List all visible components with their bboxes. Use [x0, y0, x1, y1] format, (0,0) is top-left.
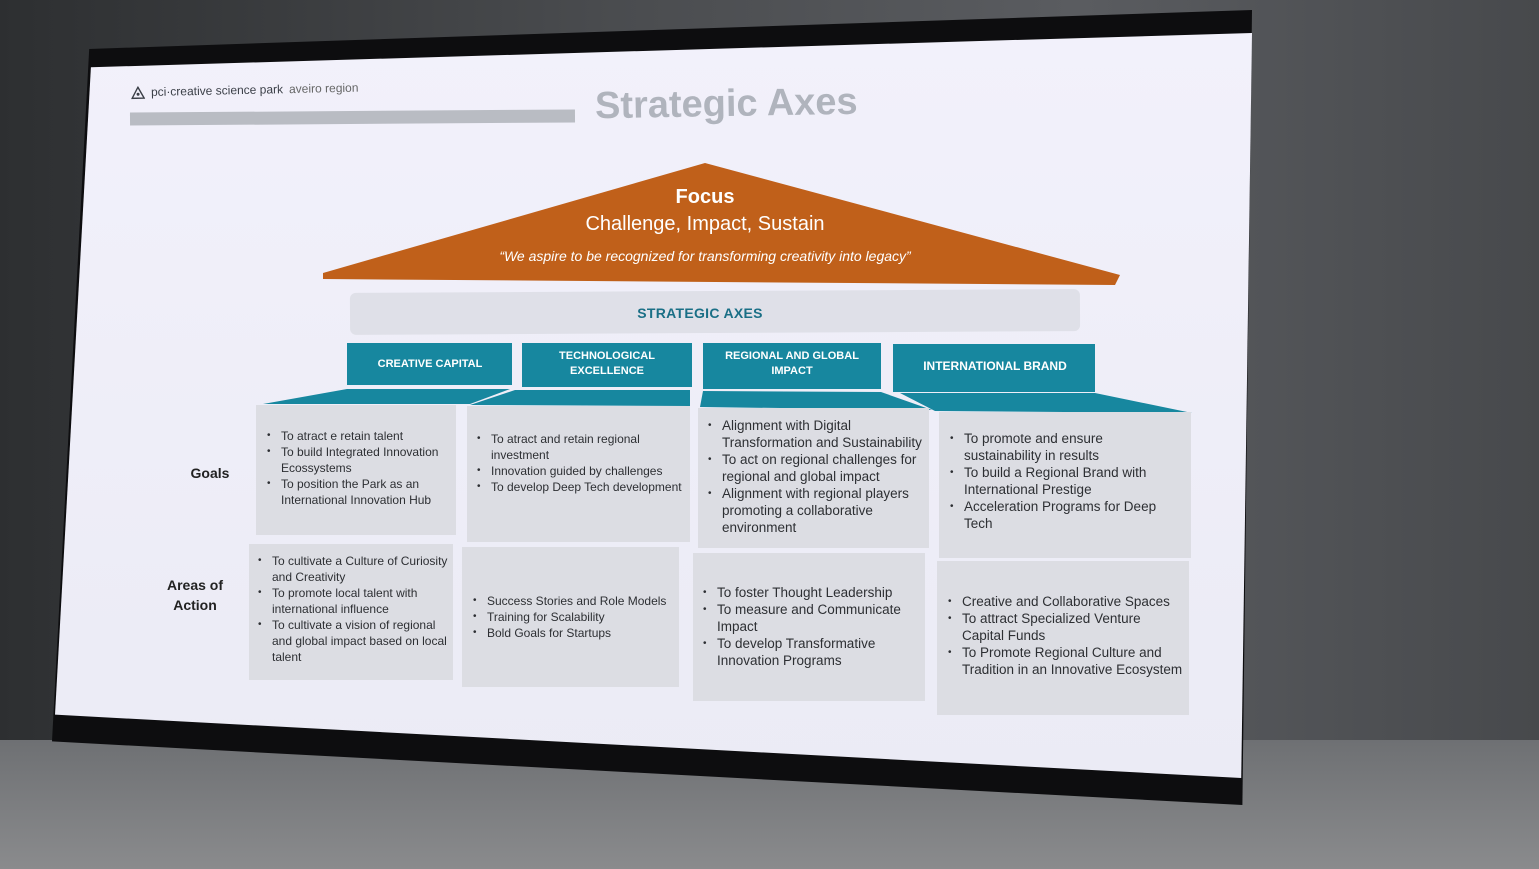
areas-creative-capital: To cultivate a Culture of Curiosity and …	[258, 553, 448, 665]
list-item: Alignment with regional players promotin…	[708, 485, 926, 536]
list-item: To promote local talent with internation…	[258, 585, 448, 617]
pillar-international-brand: INTERNATIONAL BRAND	[923, 359, 1067, 373]
list-item: To act on regional challenges for region…	[708, 451, 926, 485]
presentation-slide: pci·creative science park aveiro region …	[55, 33, 1252, 778]
pillar-base-2	[470, 390, 690, 406]
network-triangle-icon	[130, 85, 146, 99]
goals-technological-excellence: To atract and retain regional investment…	[477, 431, 682, 495]
list-item: To develop Deep Tech development	[477, 479, 682, 495]
pillar-box-2	[522, 343, 692, 387]
list-item: To develop Transformative Innovation Pro…	[703, 635, 918, 669]
list-item: Acceleration Programs for Deep Tech	[950, 498, 1180, 532]
roof-subtitle: Challenge, Impact, Sustain	[585, 213, 825, 235]
areas-regional-global-impact: To foster Thought Leadership To measure …	[703, 584, 918, 669]
goals-row-label: Goals	[190, 465, 230, 481]
list-item: Success Stories and Role Models	[473, 593, 678, 609]
list-item: To promote and ensure sustainability in …	[950, 430, 1180, 464]
areas-row-label: Areas of Action	[166, 577, 224, 613]
areas-international-brand: Creative and Collaborative Spaces To att…	[948, 593, 1183, 678]
list-item: To atract e retain talent	[267, 428, 452, 444]
list-item: Bold Goals for Startups	[473, 625, 678, 641]
list-item: To attract Specialized Venture Capital F…	[948, 610, 1183, 644]
pillar-creative-capital: CREATIVE CAPITAL	[377, 358, 483, 370]
list-item: To Promote Regional Culture and Traditio…	[948, 644, 1183, 678]
roof-quote: “We aspire to be recognized for transfor…	[499, 248, 911, 264]
goals-international-brand: To promote and ensure sustainability in …	[950, 430, 1180, 532]
pillar-box-3	[703, 343, 881, 389]
list-item: Training for Scalability	[473, 609, 678, 625]
list-item: To build a Regional Brand with Internati…	[950, 464, 1180, 498]
areas-technological-excellence: Success Stories and Role Models Training…	[473, 593, 678, 641]
list-item: Innovation guided by challenges	[477, 463, 682, 479]
strategic-axes-label: STRATEGIC AXES	[637, 305, 763, 321]
pillar-box-1	[347, 343, 512, 385]
roof-shape	[323, 163, 1120, 285]
list-item: Creative and Collaborative Spaces	[948, 593, 1183, 610]
list-item: To measure and Communicate Impact	[703, 601, 918, 635]
axes-band	[349, 289, 1081, 335]
pillar-base-1	[263, 389, 510, 404]
list-item: To cultivate a vision of regional and gl…	[258, 617, 448, 665]
list-item: To foster Thought Leadership	[703, 584, 918, 601]
goals-regional-global-impact: Alignment with Digital Transformation an…	[708, 417, 926, 536]
pillar-technological-excellence: TECHNOLOGICAL EXCELLENCE	[559, 350, 655, 377]
list-item: Alignment with Digital Transformation an…	[708, 417, 926, 451]
pillar-regional-global-impact: REGIONAL AND GLOBAL IMPACT	[725, 350, 859, 377]
logo: pci·creative science park aveiro region	[130, 81, 359, 100]
list-item: To position the Park as an International…	[267, 476, 452, 508]
list-item: To cultivate a Culture of Curiosity and …	[258, 553, 448, 585]
list-item: To atract and retain regional investment	[477, 431, 682, 463]
pillar-box-4	[893, 344, 1095, 392]
pillar-base-4	[900, 393, 1192, 413]
pillar-base-3	[700, 391, 932, 410]
list-item: To build Integrated Innovation Ecossyste…	[267, 444, 452, 476]
goals-creative-capital: To atract e retain talent To build Integ…	[267, 428, 452, 508]
roof-focus: Focus	[675, 186, 735, 208]
